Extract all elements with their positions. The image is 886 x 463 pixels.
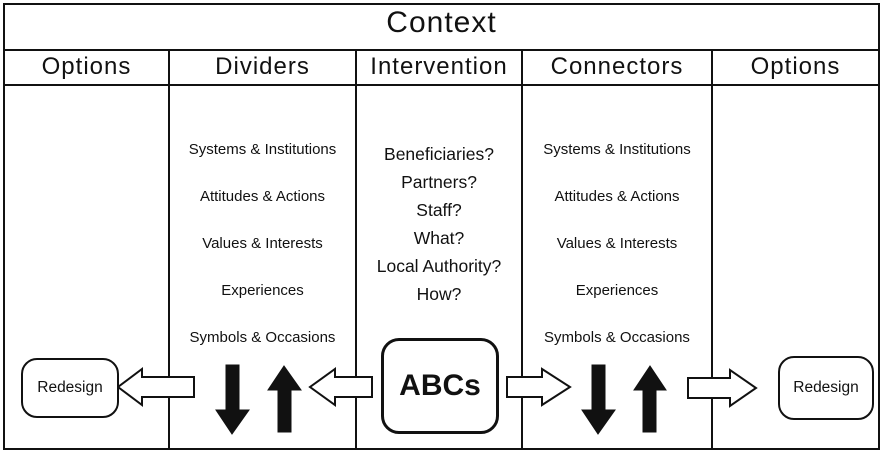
connectors-down-arrow xyxy=(581,364,616,435)
column-divider-1 xyxy=(168,49,170,450)
intervention-questions: Beneficiaries? Partners? Staff? What? Lo… xyxy=(357,143,521,311)
list-item: Local Authority? xyxy=(376,256,502,276)
arrow-abcs-to-connectors xyxy=(506,367,572,407)
list-item: Experiences xyxy=(575,282,659,299)
list-item: Experiences xyxy=(221,282,304,299)
list-item: Symbols & Occasions xyxy=(544,329,690,346)
list-item: Attitudes & Actions xyxy=(554,188,680,205)
diagram-title: Context xyxy=(386,6,497,39)
column-header-left-options: Options xyxy=(41,53,132,80)
arrow-abcs-to-dividers xyxy=(308,367,373,407)
right-redesign-box: Redesign xyxy=(778,356,874,420)
list-item: Partners? xyxy=(401,172,477,192)
column-header-connectors: Connectors xyxy=(550,53,684,80)
dividers-list: Systems & Institutions Attitudes & Actio… xyxy=(170,141,355,376)
list-item: What? xyxy=(413,228,465,248)
list-item: Systems & Institutions xyxy=(188,141,337,158)
dividers-up-arrow xyxy=(267,365,302,433)
column-divider-2 xyxy=(355,49,357,450)
arrow-connectors-to-redesign xyxy=(687,368,758,408)
abcs-label: ABCs xyxy=(399,369,481,402)
header-divider xyxy=(3,84,880,86)
title-divider xyxy=(3,49,880,51)
list-item: Systems & Institutions xyxy=(543,141,691,158)
list-item: Symbols & Occasions xyxy=(189,329,336,346)
list-item: How? xyxy=(416,284,462,304)
connectors-list: Systems & Institutions Attitudes & Actio… xyxy=(523,141,711,376)
column-divider-3 xyxy=(521,49,523,450)
column-header-right-options: Options xyxy=(750,53,841,80)
list-item: Attitudes & Actions xyxy=(199,188,326,205)
connectors-up-arrow xyxy=(633,365,667,433)
column-divider-4 xyxy=(711,49,713,450)
list-item: Values & Interests xyxy=(556,235,678,252)
list-item: Staff? xyxy=(416,200,462,220)
column-header-intervention: Intervention xyxy=(370,53,508,80)
dividers-down-arrow xyxy=(215,364,250,435)
arrow-dividers-to-redesign xyxy=(116,367,195,407)
list-item: Beneficiaries? xyxy=(384,144,494,164)
left-redesign-label: Redesign xyxy=(37,379,103,396)
column-header-dividers: Dividers xyxy=(215,53,310,80)
list-item: Values & Interests xyxy=(202,235,323,252)
diagram-frame xyxy=(3,3,880,450)
left-redesign-box: Redesign xyxy=(21,358,119,418)
abcs-box: ABCs xyxy=(381,338,499,434)
right-redesign-label: Redesign xyxy=(793,379,859,396)
